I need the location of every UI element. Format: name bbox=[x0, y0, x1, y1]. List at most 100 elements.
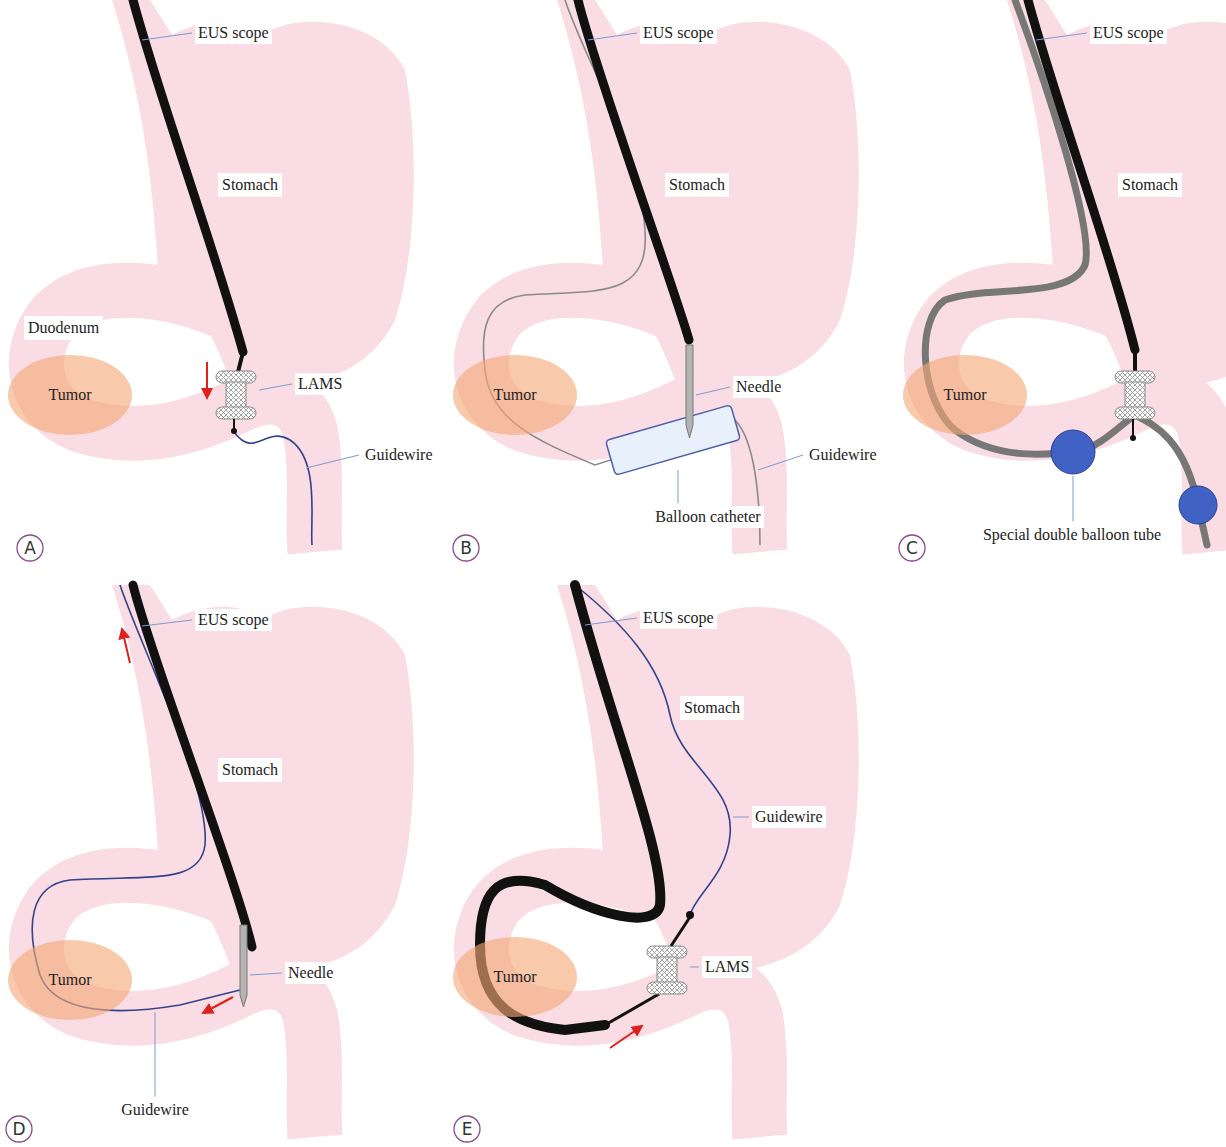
panel-letter: B bbox=[460, 538, 472, 558]
balloon bbox=[1179, 486, 1217, 524]
red-arrow bbox=[122, 629, 130, 663]
letter-circle bbox=[899, 535, 925, 561]
scope-tip bbox=[1133, 350, 1137, 372]
tumor-label: Tumor bbox=[494, 386, 537, 404]
part-label: Balloon catheter bbox=[652, 506, 763, 527]
leader-line bbox=[155, 1012, 156, 1096]
lams-figure bbox=[1115, 371, 1155, 419]
tumor-ellipse: Tumor bbox=[903, 355, 1027, 435]
leader-line bbox=[1036, 33, 1087, 40]
gut-figure bbox=[36, 0, 413, 552]
scope-tip bbox=[238, 352, 243, 372]
leader-line bbox=[142, 33, 192, 40]
part-label: Guidewire bbox=[362, 444, 436, 465]
leader-line bbox=[690, 967, 699, 968]
part-label: Needle bbox=[285, 962, 336, 983]
part-label: Stomach bbox=[218, 758, 282, 781]
wire-stub bbox=[671, 917, 690, 946]
leader-line bbox=[585, 618, 637, 625]
tumor-label: Tumor bbox=[49, 971, 92, 989]
double-balloon-tube bbox=[925, 0, 1207, 545]
tumor-ellipse: Tumor bbox=[8, 355, 132, 435]
part-label: Special double balloon tube bbox=[980, 524, 1164, 545]
panel-c bbox=[925, 0, 1226, 552]
scope-tip bbox=[605, 994, 659, 1025]
red-arrow bbox=[206, 362, 208, 398]
wire-dot bbox=[231, 428, 237, 434]
part-label: EUS scope bbox=[195, 22, 272, 43]
guidewire bbox=[483, 0, 760, 545]
panel-a bbox=[36, 0, 413, 552]
leader-line bbox=[678, 470, 679, 503]
tumor-ellipse: Tumor bbox=[453, 937, 577, 1017]
part-label: Stomach bbox=[1118, 173, 1182, 196]
panel-letter-circle: C bbox=[898, 534, 926, 562]
panel-letter-circle: A bbox=[16, 534, 44, 562]
needle bbox=[686, 345, 693, 438]
red-arrow bbox=[610, 1026, 642, 1048]
panel-d bbox=[32, 585, 413, 1137]
tumor-label: Tumor bbox=[494, 968, 537, 986]
letter-circle bbox=[6, 1116, 32, 1142]
tumor-label: Tumor bbox=[944, 386, 987, 404]
panel-e bbox=[480, 585, 859, 1137]
guidewire bbox=[234, 432, 312, 545]
tumor-ellipse: Tumor bbox=[8, 940, 132, 1020]
letter-circle bbox=[453, 535, 479, 561]
tumor-shape bbox=[453, 937, 577, 1017]
part-label: EUS scope bbox=[195, 609, 272, 630]
part-label: Guidewire bbox=[118, 1099, 192, 1120]
panel-letter-circle: E bbox=[453, 1115, 481, 1143]
tumor-label: Tumor bbox=[49, 386, 92, 404]
panel-b bbox=[481, 0, 858, 552]
panel-letter: D bbox=[12, 1119, 25, 1139]
g-shape bbox=[606, 405, 741, 475]
tumor-shape bbox=[8, 940, 132, 1020]
part-label: Needle bbox=[733, 376, 784, 397]
leader-line bbox=[733, 817, 749, 818]
part-label: Duodenum bbox=[24, 316, 103, 339]
needle bbox=[240, 925, 247, 1007]
leader-line bbox=[259, 384, 292, 390]
balloon-catheter bbox=[606, 405, 741, 475]
panel-letter-circle: D bbox=[5, 1115, 33, 1143]
part-label: EUS scope bbox=[640, 22, 717, 43]
gut-figure bbox=[481, 585, 858, 1137]
part-label: EUS scope bbox=[640, 607, 717, 628]
tumor-shape bbox=[903, 355, 1027, 435]
part-label: EUS scope bbox=[1090, 22, 1167, 43]
part-label: Stomach bbox=[680, 696, 744, 719]
lams-figure bbox=[647, 946, 687, 994]
leader-line bbox=[588, 33, 637, 40]
part-label: LAMS bbox=[295, 373, 345, 394]
scope bbox=[578, 0, 689, 340]
lams-figure bbox=[216, 371, 256, 419]
wire-stub bbox=[1132, 419, 1134, 436]
leader-line bbox=[758, 455, 803, 470]
part-label: Guidewire bbox=[806, 444, 880, 465]
tumor-shape bbox=[453, 355, 577, 435]
part-label: Guidewire bbox=[752, 806, 826, 827]
leader-line bbox=[696, 387, 730, 395]
red-arrow bbox=[203, 997, 233, 1013]
wire-dot bbox=[686, 911, 694, 919]
part-label: Stomach bbox=[665, 173, 729, 196]
letter-circle bbox=[17, 535, 43, 561]
letter-circle bbox=[454, 1116, 480, 1142]
balloon bbox=[1051, 430, 1095, 474]
part-label: LAMS bbox=[702, 956, 752, 977]
tumor-ellipse: Tumor bbox=[453, 355, 577, 435]
leader-line bbox=[142, 620, 192, 626]
wire-dot bbox=[1130, 435, 1136, 441]
panel-letter: A bbox=[24, 538, 36, 558]
leader-line bbox=[250, 973, 282, 975]
panel-letter-circle: B bbox=[452, 534, 480, 562]
leader-line bbox=[1073, 476, 1074, 521]
gut-figure bbox=[481, 0, 858, 552]
leader-line bbox=[306, 455, 359, 468]
part-label: Stomach bbox=[218, 173, 282, 196]
panel-letter: C bbox=[906, 538, 918, 558]
